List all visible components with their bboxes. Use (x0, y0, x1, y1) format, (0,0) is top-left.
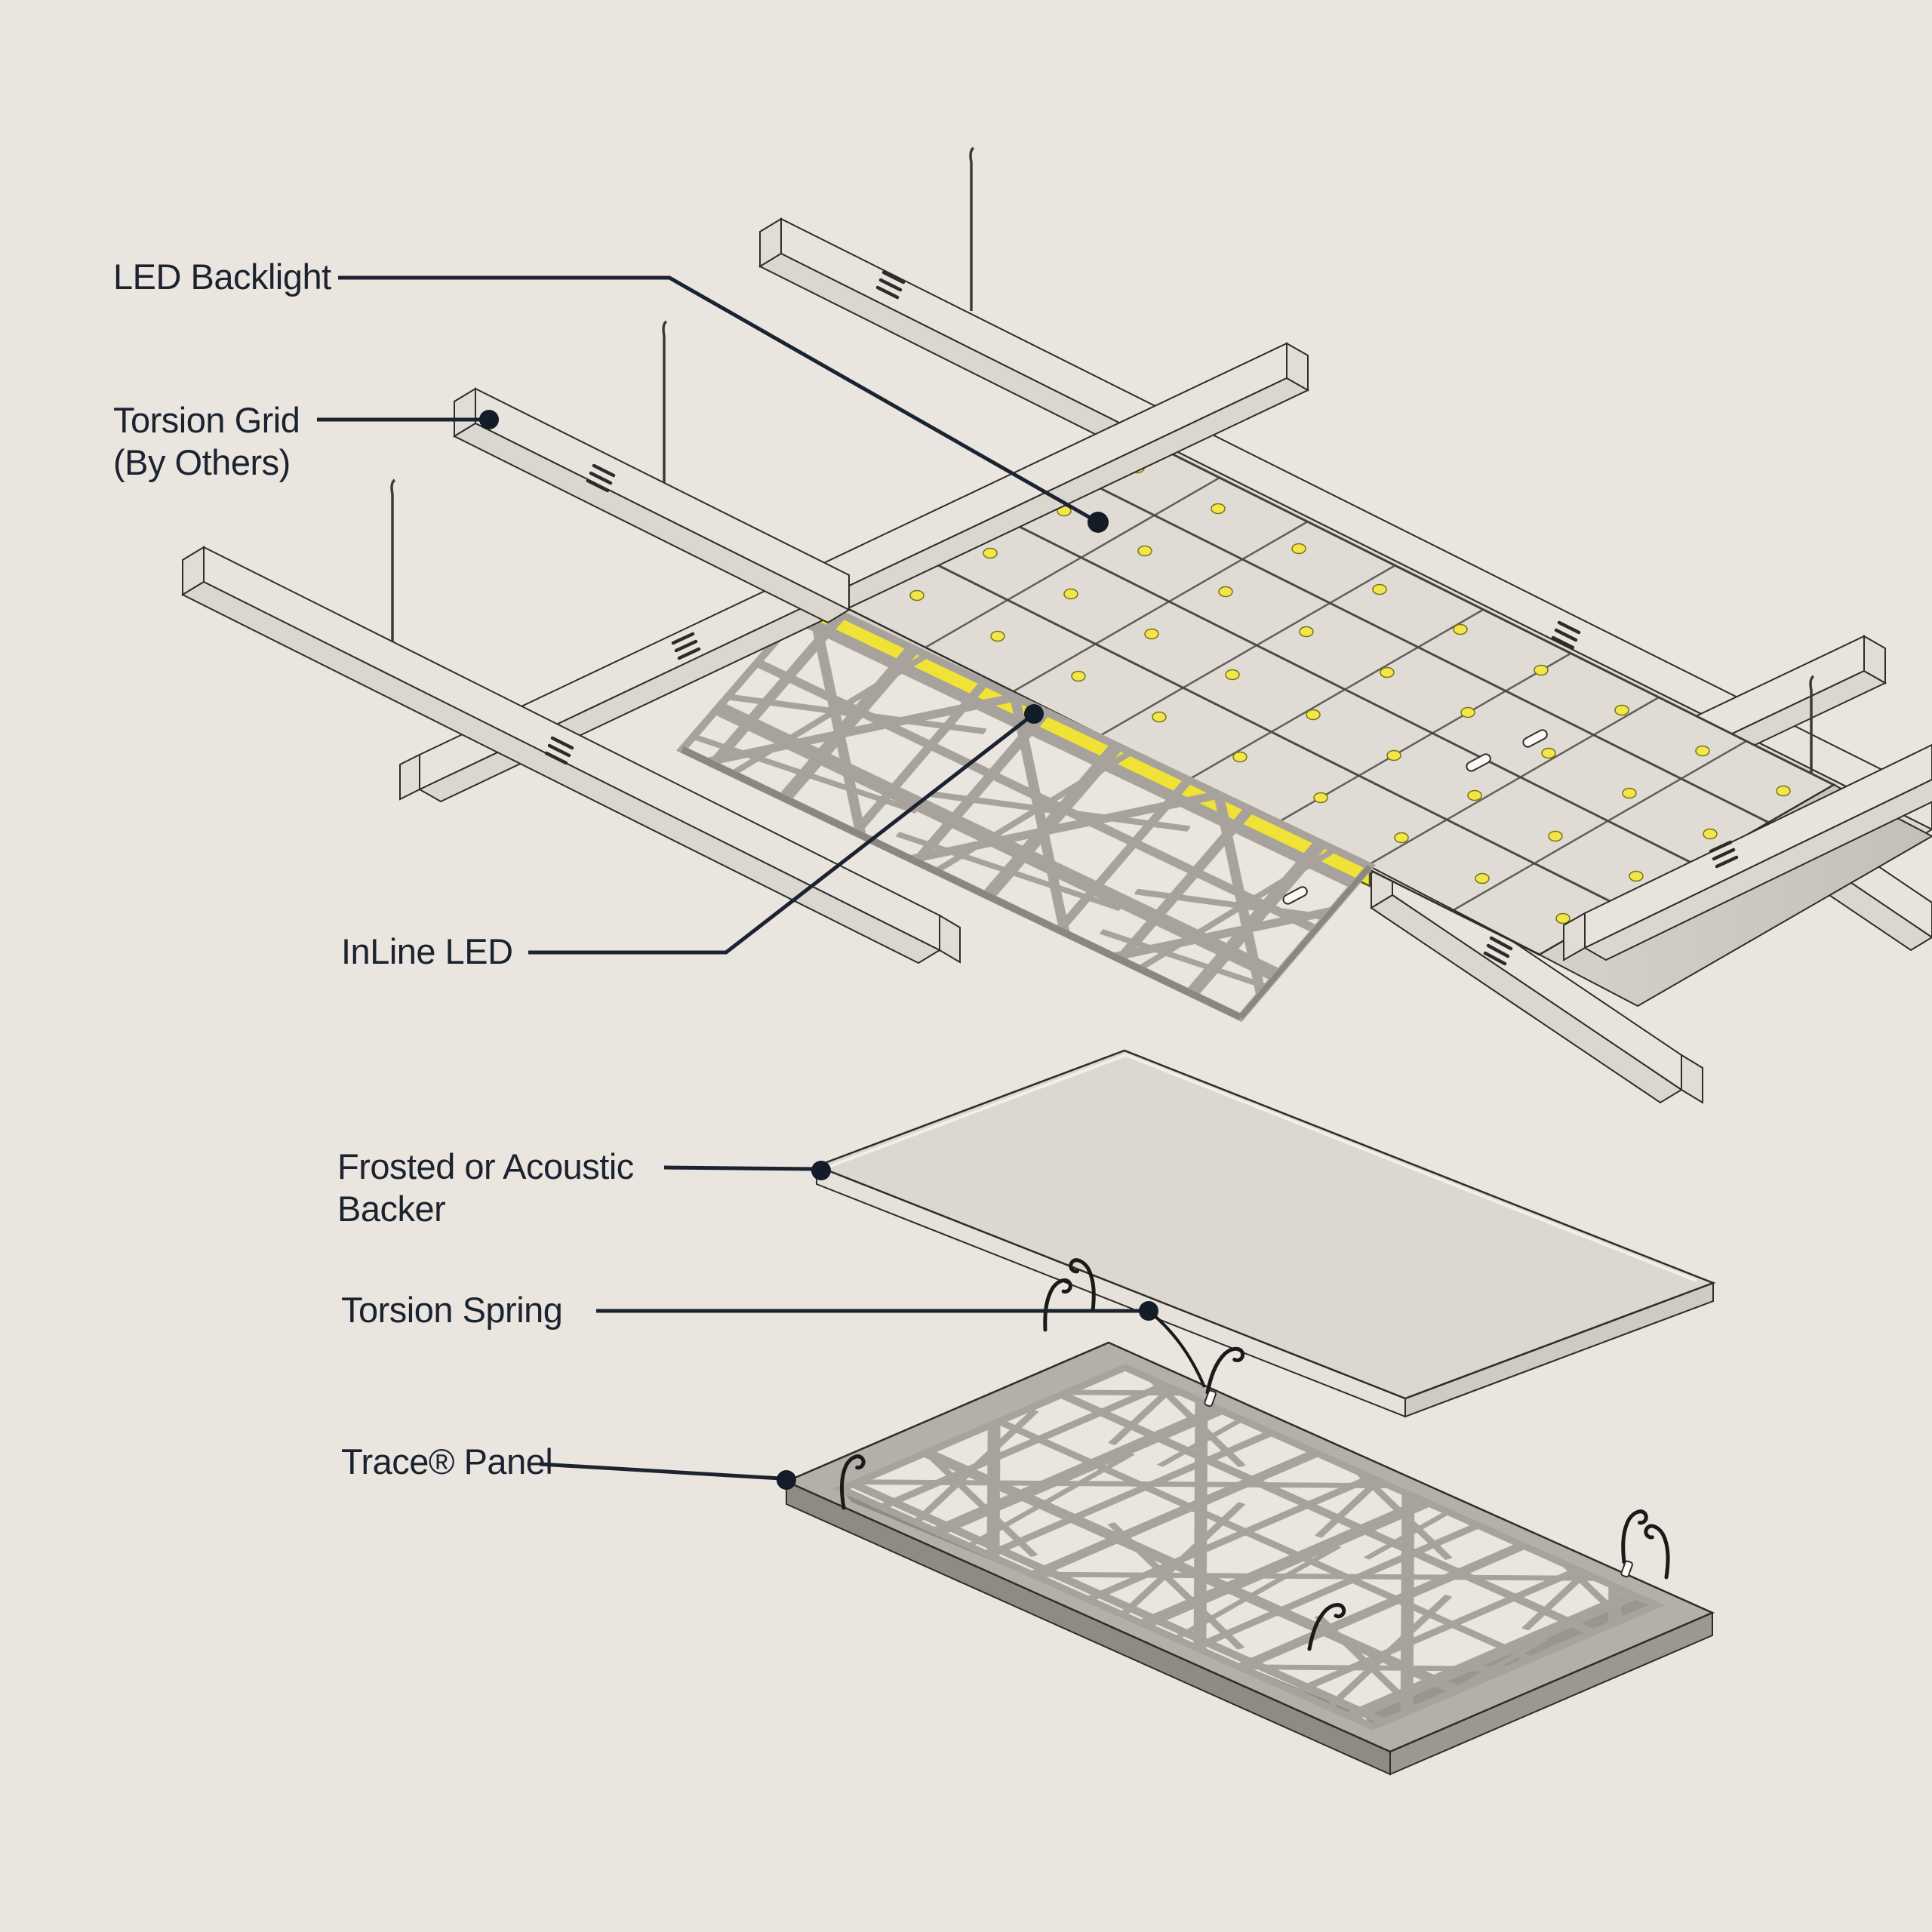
grid-rail (399, 342, 1310, 803)
hanger-wire (969, 146, 975, 311)
hanger-wire (1809, 675, 1815, 821)
torsion-spring-wire (1147, 1309, 1206, 1388)
trace-panel-web (841, 1367, 1657, 1727)
label-torsion-grid-line2: (By Others) (113, 442, 291, 482)
spring-clips (1204, 1389, 1633, 1578)
label-torsion-grid-line1: Torsion Grid (113, 400, 300, 440)
leader-frosted-backer-dot (811, 1161, 831, 1180)
leader-frosted-backer-line (663, 1165, 817, 1171)
led-dots (909, 462, 1791, 924)
module-grid-lines (919, 470, 1770, 912)
leader-led-backlight-dot (1088, 512, 1109, 533)
grid-rail (452, 320, 851, 624)
leader-led-backlight-line (338, 275, 1100, 525)
label-inline-led: InLine LED (341, 931, 513, 971)
leader-trace-panel-line (539, 1462, 781, 1481)
grid-rail (180, 478, 961, 964)
label-torsion-spring: Torsion Spring (341, 1290, 562, 1330)
rail-slot (1551, 620, 1581, 650)
leader-inline-led-dot (1024, 704, 1044, 724)
frosted-backer-panel (814, 1049, 1716, 1418)
rail-slot (1709, 840, 1739, 869)
hanger-wire (662, 320, 668, 483)
rail-slot (1483, 936, 1513, 966)
leader-trace-panel-dot (777, 1470, 796, 1490)
leader-torsion-grid-dot (479, 410, 499, 429)
leader-inline-led-line (528, 712, 1035, 955)
label-trace-panel: Trace® Panel (341, 1441, 552, 1481)
ceiling-grid-near (180, 320, 1310, 964)
annotations: LED Backlight Torsion Grid (By Others) I… (113, 257, 1206, 1490)
rail-slot (586, 463, 616, 493)
rail-slot (875, 270, 906, 300)
trace-web-installed (675, 595, 1377, 1023)
label-frosted-backer-line1: Frosted or Acoustic (337, 1146, 634, 1186)
rail-slot (671, 632, 701, 660)
grid-rail (1563, 743, 1932, 961)
label-led-backlight: LED Backlight (113, 257, 331, 297)
rail-slot (544, 736, 574, 765)
trace-panel (783, 1259, 1715, 1776)
label-frosted-backer-line2: Backer (337, 1189, 445, 1229)
hanger-wire (390, 478, 396, 641)
